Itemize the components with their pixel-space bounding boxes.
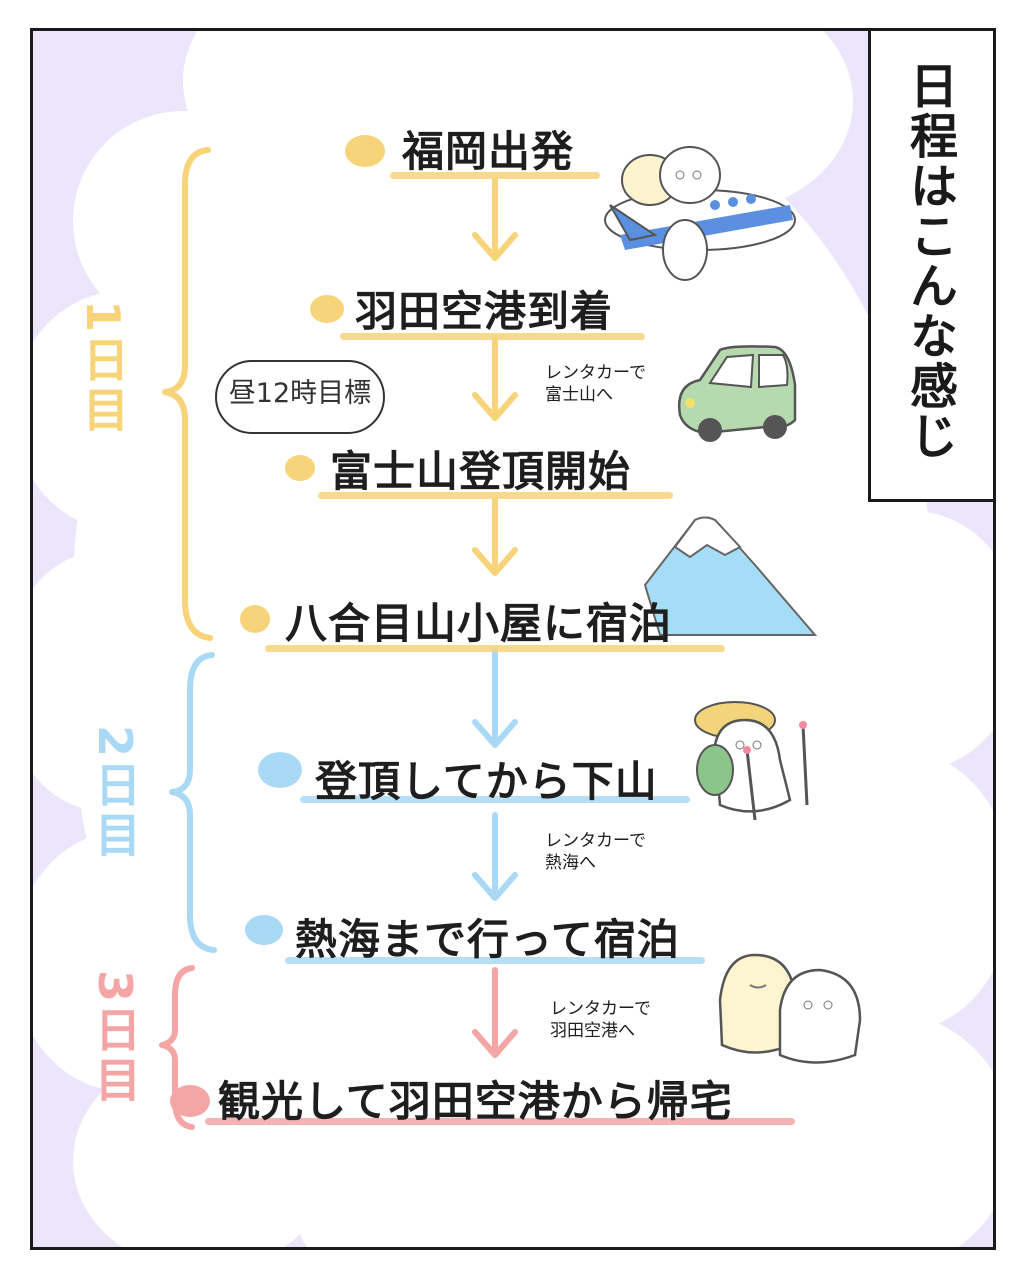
stop-7: 観光して羽田空港から帰宅 [218, 1077, 733, 1126]
stop-3: 富士山登頂開始 [330, 447, 632, 496]
mount-fuji-icon [643, 516, 818, 636]
day-label-1: 1日目 [76, 300, 130, 437]
stop-dot [170, 1085, 210, 1117]
stop-underline [340, 333, 645, 340]
day2-brace [169, 652, 217, 953]
stop-underline [285, 957, 705, 964]
flow-arrows-day1 [472, 177, 518, 576]
stop-5: 登頂してから下山 [315, 757, 658, 806]
stop-underline [390, 172, 600, 179]
car-icon [677, 345, 797, 442]
friends-icon [718, 953, 862, 1064]
stop-underline [265, 645, 725, 652]
note-car-haneda: レンタカーで 羽田空港へ [550, 999, 651, 1041]
flow-arrows-day3 [472, 967, 518, 1058]
hiker-icon [694, 701, 809, 821]
speech-bubble: 昼12時目標 [215, 360, 385, 434]
page-title: 日程はこんな感じ [901, 61, 957, 461]
day-label-3: 3日目 [88, 970, 142, 1107]
stop-dot [310, 295, 344, 323]
title-box: 日程はこんな感じ [868, 28, 996, 502]
stop-dot [258, 752, 302, 788]
note-car-atami: レンタカーで 熱海へ [545, 831, 646, 873]
day-label-2: 2日目 [88, 725, 142, 862]
stop-dot [245, 915, 283, 945]
stop-dot [285, 455, 315, 481]
day1-brace [162, 147, 213, 641]
stop-underline [300, 796, 690, 803]
airplane-icon [604, 146, 796, 281]
comic-panel [30, 28, 996, 1250]
stop-dot [240, 605, 270, 633]
stop-6: 熱海まで行って宿泊 [295, 915, 680, 964]
flow-arrows-day2 [472, 647, 518, 901]
stop-2: 羽田空港到着 [355, 287, 614, 336]
stop-1: 福岡出発 [402, 127, 575, 176]
stop-underline [318, 492, 673, 499]
note-car-fuji: レンタカーで 富士山へ [545, 363, 646, 405]
stop-underline [205, 1118, 795, 1125]
stop-4: 八合目山小屋に宿泊 [285, 599, 673, 648]
stop-dot [345, 135, 385, 167]
